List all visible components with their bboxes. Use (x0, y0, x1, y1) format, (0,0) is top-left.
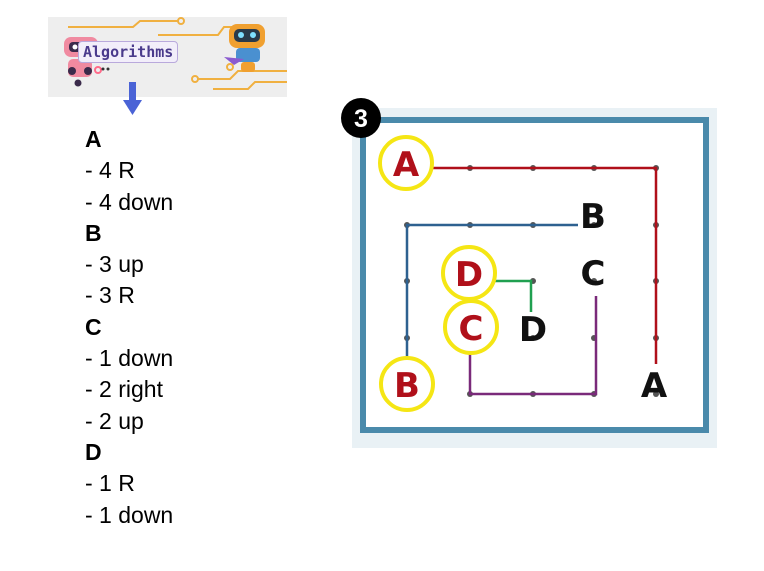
instruction-step: - 1 down (85, 345, 174, 372)
algorithms-logo: Algorithms (48, 17, 287, 97)
start-label-text: A (393, 145, 420, 185)
end-label-d: D (519, 310, 547, 350)
end-label-a: A (641, 366, 668, 406)
start-label-c: C (443, 299, 499, 355)
puzzle-number-badge (341, 98, 381, 138)
path-a (426, 166, 658, 364)
instruction-title: C (85, 313, 102, 340)
grid-dot (591, 278, 597, 284)
path-d (488, 279, 533, 312)
instruction-step: - 1 R (85, 470, 135, 497)
instruction-c: C - 1 down - 2 right - 2 up (85, 312, 173, 437)
instruction-step: - 2 up (85, 407, 144, 434)
instruction-d: D - 1 R - 1 down (85, 437, 173, 531)
logo-text: Algorithms (78, 41, 179, 63)
instruction-title: A (85, 126, 102, 152)
instruction-step: - 3 up (85, 251, 144, 278)
end-label-c: C (581, 254, 606, 294)
instruction-step: - 3 R (85, 282, 135, 309)
start-label-d: D (441, 245, 497, 301)
start-label-b: B (379, 356, 435, 412)
instruction-a: A - 4 R - 4 down (85, 124, 173, 218)
instruction-title: D (85, 438, 102, 465)
start-label-text: C (459, 309, 484, 349)
instruction-step: - 4 down (85, 188, 174, 215)
instruction-b: B - 3 up - 3 R (85, 218, 173, 312)
instruction-step: - 4 R (85, 157, 135, 184)
puzzle-panel: 3 A D C B B C D A (341, 98, 717, 448)
highlight-circle (443, 299, 499, 355)
grid-dot (653, 391, 659, 397)
instructions-list: A - 4 R - 4 down B - 3 up - 3 R C - 1 do… (85, 124, 173, 531)
highlight-circle (378, 135, 434, 191)
grid-dot (591, 222, 597, 228)
instruction-step: - 1 down (85, 501, 174, 528)
down-arrow-icon (123, 82, 142, 115)
puzzle-number: 3 (354, 105, 368, 133)
start-label-text: D (455, 255, 483, 295)
path-b (405, 223, 578, 358)
highlight-circle (379, 356, 435, 412)
end-label-b: B (580, 197, 606, 237)
instruction-title: B (85, 219, 102, 246)
instruction-step: - 2 right (85, 376, 163, 403)
start-label-text: B (394, 366, 420, 406)
highlight-circle (441, 245, 497, 301)
path-c (468, 296, 598, 396)
grid-dot (530, 335, 536, 341)
start-label-a: A (378, 135, 434, 191)
robot-right-icon (224, 24, 265, 72)
